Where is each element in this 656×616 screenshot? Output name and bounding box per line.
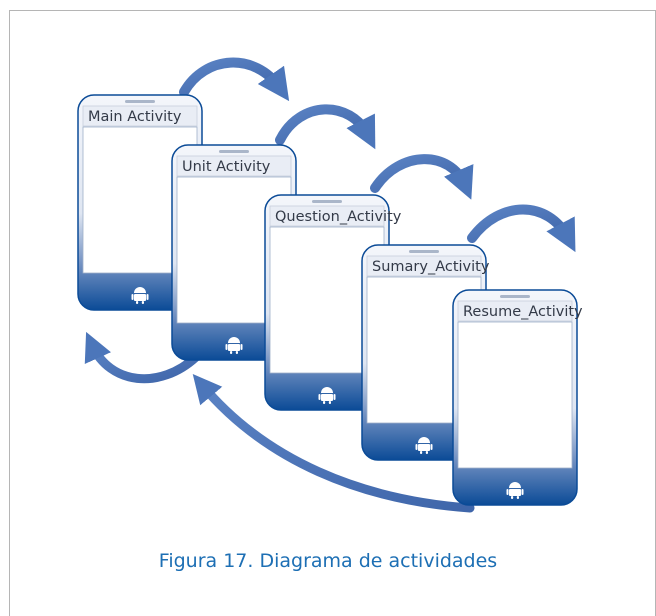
title-bar xyxy=(366,255,482,277)
arrow-main-to-unit xyxy=(179,57,290,102)
return-arrows xyxy=(84,331,475,513)
android-icon xyxy=(318,387,336,404)
android-icon xyxy=(131,287,149,304)
arrow-unit-to-main xyxy=(84,331,201,384)
phone-title: Main Activity xyxy=(88,109,182,125)
arrow-unit-to-question xyxy=(275,104,376,150)
phone-title: Resume_Activity xyxy=(463,304,583,320)
speaker-slot xyxy=(125,100,155,103)
arrow-resume-to-unit xyxy=(192,373,475,513)
arrow-sumary-to-resume xyxy=(467,204,576,253)
android-icon xyxy=(225,337,243,354)
phone-title: Question_Activity xyxy=(275,209,402,225)
phone-5: Resume_Activity xyxy=(452,289,583,506)
figure-caption: Figura 17. Diagrama de actividades xyxy=(158,550,498,572)
android-icon xyxy=(506,482,524,499)
speaker-slot xyxy=(409,250,439,253)
forward-arrows xyxy=(179,57,576,253)
arrow-question-to-sumary xyxy=(370,154,474,200)
speaker-slot xyxy=(500,295,530,298)
phone-title: Unit Activity xyxy=(182,159,271,175)
title-bar xyxy=(82,105,198,127)
title-bar xyxy=(457,300,573,322)
phone-screen xyxy=(457,321,573,469)
speaker-slot xyxy=(219,150,249,153)
title-bar xyxy=(176,155,292,177)
phone-title: Sumary_Activity xyxy=(372,259,490,275)
speaker-slot xyxy=(312,200,342,203)
android-icon xyxy=(415,437,433,454)
title-bar xyxy=(269,205,385,227)
